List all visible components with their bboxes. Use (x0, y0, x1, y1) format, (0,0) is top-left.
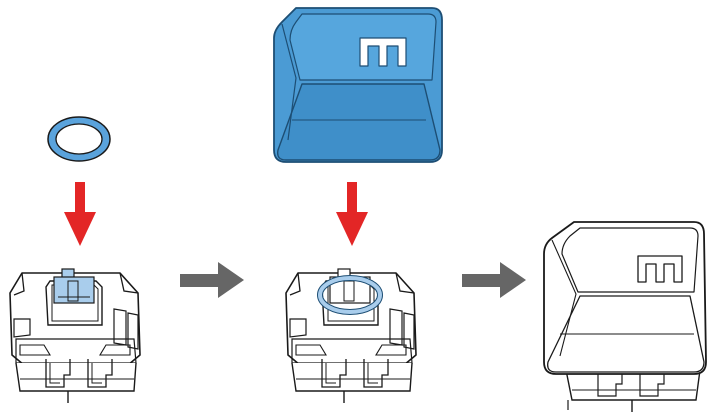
switch-icon (565, 369, 701, 412)
m-legend-icon (637, 255, 683, 283)
o-ring-icon (47, 116, 111, 162)
switch-icon (9, 268, 141, 404)
step-3-group (543, 221, 707, 412)
arrow-right-icon (180, 262, 244, 298)
arrow-right-icon (462, 262, 526, 298)
arrow-down-icon (336, 182, 368, 246)
arrow-down-icon (64, 182, 96, 246)
switch-stem-icon (53, 268, 95, 304)
switch-icon (285, 268, 417, 404)
step-1-group (9, 116, 141, 404)
step-2-group (273, 7, 443, 404)
m-legend-icon (359, 37, 407, 67)
o-ring-installed-icon (317, 275, 383, 315)
keycap-icon (543, 221, 707, 375)
keycap-icon (273, 7, 443, 163)
